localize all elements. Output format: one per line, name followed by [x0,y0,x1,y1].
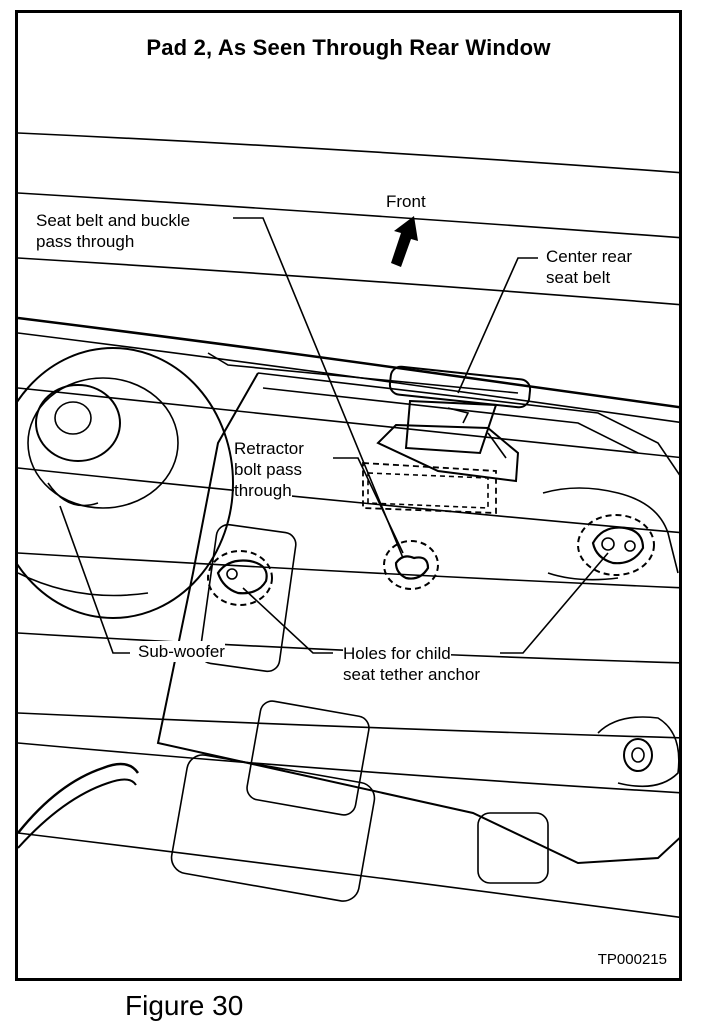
figure-frame: Pad 2, As Seen Through Rear Window Front… [15,10,682,981]
window-line [18,257,679,306]
holes-label-line1: Holes for child [343,643,451,664]
front-label: Front [386,191,426,212]
seat-belt-label-line1: Seat belt and buckle [36,210,191,231]
window-line [18,467,679,534]
retractor-label-line3: through [234,480,292,501]
subwoofer-label: Sub-woofer [138,641,225,662]
retractor-label-line2: bolt pass [234,459,303,480]
window-line [18,387,679,459]
window-line [18,132,679,174]
figure-code: TP000215 [597,951,667,968]
figure-title: Pad 2, As Seen Through Rear Window [146,35,551,60]
window-line [18,742,679,794]
center-rear-label-line2: seat belt [546,267,611,288]
figure-caption: Figure 30 [125,990,244,1021]
window-line [18,712,679,739]
window-line [18,832,679,919]
front-arrow-icon [391,216,418,267]
window-line [18,192,679,239]
holes-label-line2: seat tether anchor [343,664,481,685]
seat-belt-label-line2: pass through [36,231,135,252]
center-rear-label-line1: Center rear [546,246,632,267]
retractor-label-line1: Retractor [234,438,304,459]
window-line [18,552,679,589]
rear-deck-drawing [18,132,679,919]
